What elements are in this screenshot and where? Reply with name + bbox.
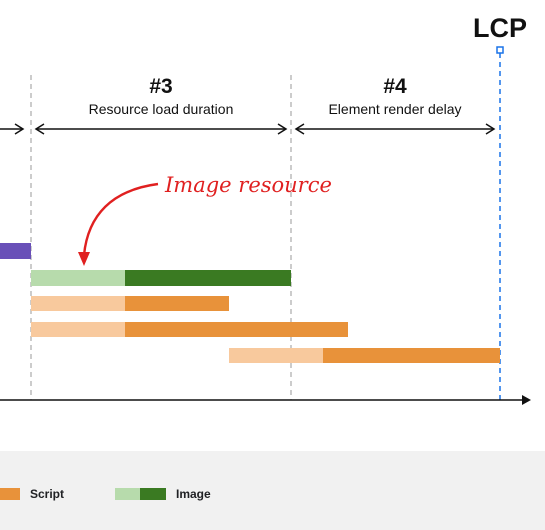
render-blocking-bar [0,243,31,259]
legend-item-script: Script [0,487,64,501]
legend-item-image: Image [115,487,211,501]
script-bar-1-light [31,296,125,311]
time-axis-arrowhead [522,395,531,405]
phase4-label: Element render delay [328,101,461,117]
image-bar-dark [125,270,291,286]
legend-panel [0,451,545,530]
phase4-span-arrow [294,123,496,135]
script-bar-2-light [31,322,125,337]
legend-label-script: Script [30,487,65,501]
annotation-arrowhead [78,252,90,266]
annotation-arrow [82,182,159,256]
phase3-number: #3 [149,75,172,98]
image-resource-annotation: Image resource [164,173,332,197]
phase2-span-arrow [0,123,25,135]
phase3-label: Resource load duration [89,101,234,117]
legend-label-image: Image [176,487,211,501]
lcp-marker-square [496,46,504,54]
script-bar-2-dark [125,322,348,337]
image-swatch-dark [140,488,166,500]
script-swatch [0,488,20,500]
lcp-label: LCP [473,13,527,43]
image-bar-light [31,270,125,286]
script-bar-3-light [229,348,323,363]
phase4-number: #4 [383,75,407,98]
script-bar-1-dark [125,296,229,311]
script-bar-3-dark [323,348,500,363]
image-swatch-light [115,488,140,500]
phase3-span-arrow [34,123,288,135]
